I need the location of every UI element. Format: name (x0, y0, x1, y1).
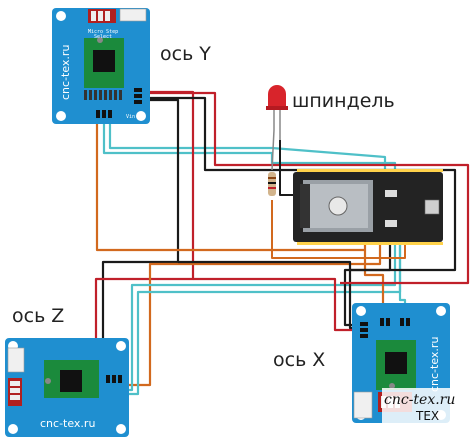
watermark: cnc-tex.ru TEX (382, 388, 470, 426)
label-axis-y: ось Y (160, 43, 211, 65)
board-brand-y: cnc-tex.ru (59, 45, 72, 100)
driver-board-y: cnc-tex.ru Micro Step Select Vin (52, 8, 150, 124)
esp32-board (293, 169, 443, 245)
wire-orange-z (120, 242, 382, 387)
micro-step-label-y: Micro Step (88, 29, 118, 35)
wire-cyan-y-top (102, 118, 397, 170)
vin-label-y: Vin (126, 114, 135, 120)
wire-orange-x (363, 250, 385, 318)
led-assembly (266, 85, 288, 196)
board-brand-x: cnc-tex.ru (428, 337, 441, 392)
wire-black-x-2 (343, 242, 392, 327)
wire-black-x (178, 260, 360, 330)
wires (94, 90, 470, 396)
watermark-line2: TEX (415, 409, 439, 423)
wire-black-y (101, 98, 180, 338)
wire-red-power (140, 91, 470, 285)
label-axis-x: ось X (273, 349, 325, 371)
wire-red-x (193, 277, 360, 332)
wire-orange-y (95, 118, 367, 252)
wire-cyan-y-bottom (108, 118, 387, 170)
watermark-line1: cnc-tex.ru (384, 392, 455, 408)
label-axis-z: ось Z (12, 305, 64, 327)
select-label-y: Select (94, 34, 112, 40)
label-spindle: шпиндель (292, 90, 395, 112)
driver-board-z: cnc-tex.ru (5, 338, 129, 437)
wire-led-orange (271, 200, 406, 259)
board-brand-z: cnc-tex.ru (40, 417, 95, 430)
